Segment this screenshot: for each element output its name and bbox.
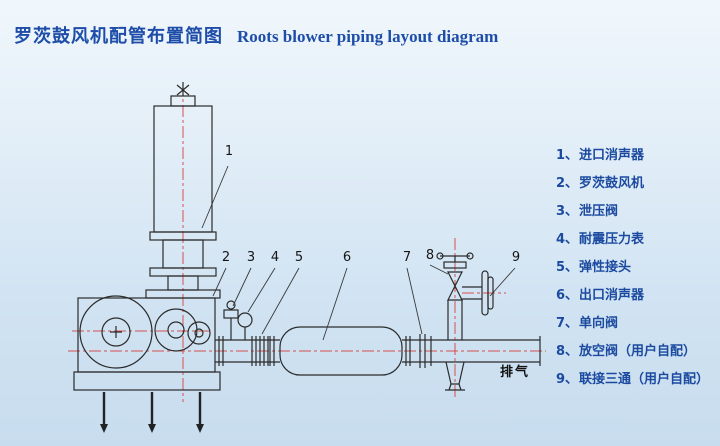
callout-2: 2	[221, 250, 231, 265]
inlet-silencer	[145, 82, 221, 299]
callout-9: 9	[511, 250, 521, 265]
legend-item: 9、 联接三通（用户自配）	[556, 363, 718, 391]
page-title-zh: 罗茨鼓风机配管布置简图	[14, 26, 223, 47]
callout-7: 7	[402, 250, 412, 265]
legend-item-label: 耐震压力表	[579, 231, 645, 247]
centerlines	[68, 84, 546, 402]
legend-item-label: 出口消声器	[579, 287, 645, 303]
legend-item-number: 2、	[556, 175, 579, 191]
callout-3: 3	[246, 250, 256, 265]
callout-1: 1	[224, 144, 234, 159]
callout-leader-lines	[201, 165, 516, 341]
legend-item-label: 单向阀	[579, 315, 619, 331]
page-title: 罗茨鼓风机配管布置简图 Roots blower piping layout d…	[14, 22, 498, 48]
pressure-gauge	[237, 312, 253, 340]
legend-item: 7、 单向阀	[556, 307, 718, 335]
callout-5: 5	[294, 250, 304, 265]
legend-item: 8、 放空阀（用户自配）	[556, 335, 718, 363]
check-valve	[419, 334, 432, 368]
legend-item-label: 进口消声器	[579, 147, 645, 163]
legend-item-number: 6、	[556, 287, 579, 303]
vent-valve-tee-assembly	[436, 252, 494, 391]
relief-valve	[223, 300, 239, 340]
exhaust-pipe	[414, 334, 541, 368]
legend-item-label: 放空阀（用户自配）	[579, 343, 697, 359]
legend-item-number: 9、	[556, 371, 579, 387]
callout-6: 6	[342, 250, 352, 265]
legend-item-number: 4、	[556, 231, 579, 247]
legend-item: 5、 弹性接头	[556, 251, 718, 279]
page-title-en: Roots blower piping layout diagram	[237, 27, 499, 46]
legend-item-label: 罗茨鼓风机	[579, 175, 645, 191]
legend-item-number: 7、	[556, 315, 579, 331]
legend-item-number: 5、	[556, 259, 579, 275]
legend-item-number: 1、	[556, 147, 579, 163]
legend-item-number: 3、	[556, 203, 579, 219]
callout-4: 4	[270, 250, 280, 265]
drain-funnel	[445, 361, 465, 391]
flexible-joint	[251, 336, 269, 366]
legend-item-label: 泄压阀	[579, 203, 619, 219]
legend-item: 4、 耐震压力表	[556, 223, 718, 251]
outlet-silencer	[268, 326, 414, 376]
legend-item: 2、 罗茨鼓风机	[556, 167, 718, 195]
exhaust-label: 排气	[500, 365, 531, 380]
legend: 1、 进口消声器 2、 罗茨鼓风机 3、 泄压阀 4、 耐震压力表 5、 弹性接…	[556, 139, 718, 391]
legend-item-label: 弹性接头	[579, 259, 632, 275]
discharge-pipe-fittings	[215, 300, 269, 366]
legend-item: 3、 泄压阀	[556, 195, 718, 223]
callout-8: 8	[425, 248, 435, 263]
legend-item-label: 联接三通（用户自配）	[579, 371, 710, 387]
legend-item: 6、 出口消声器	[556, 279, 718, 307]
legend-item: 1、 进口消声器	[556, 139, 718, 167]
legend-item-number: 8、	[556, 343, 579, 359]
roots-blower	[73, 295, 221, 433]
anchor-bolts	[100, 392, 204, 433]
